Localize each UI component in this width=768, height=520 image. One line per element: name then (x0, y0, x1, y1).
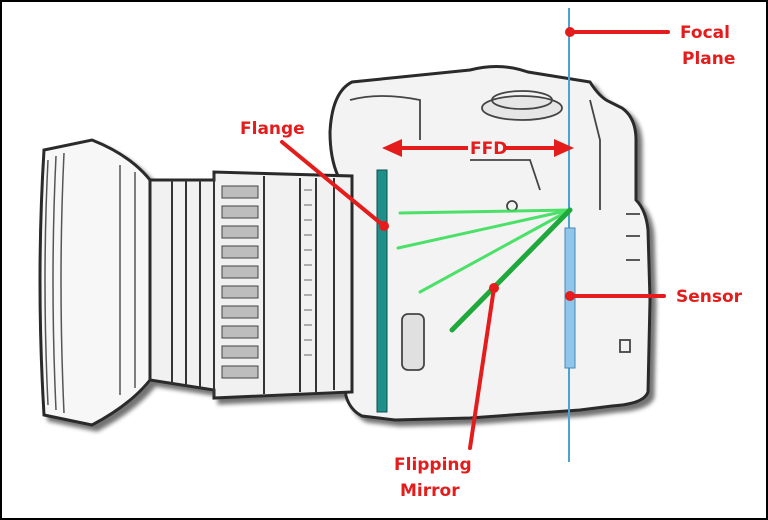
mirror-leader (468, 286, 496, 450)
af-mf-switch (401, 313, 425, 371)
focus-ring-texture (304, 189, 312, 356)
flange-label: Flange (240, 119, 305, 139)
ffd-arrow (382, 139, 574, 157)
lens-hood (38, 138, 152, 427)
camera-sketch (38, 65, 652, 427)
lens-rings (171, 174, 335, 396)
flange-leader (280, 140, 386, 228)
flipping-mirror (449, 207, 573, 333)
camera-body-details (349, 90, 640, 371)
sensor-label: Sensor (676, 287, 743, 307)
flipping-mirror-label-line1: Flipping (394, 455, 472, 475)
flipping-mirror-label-line2: Mirror (400, 481, 460, 501)
focal-plane-label-line1: Focal (680, 23, 730, 43)
zoom-grip-texture (221, 185, 259, 379)
mode-dial (481, 95, 563, 121)
focal-plane-label-line2: Plane (682, 49, 735, 69)
lens-hood-ribbing (44, 152, 136, 414)
annotation-leaders (280, 27, 670, 450)
flange-bar (376, 169, 388, 413)
ffd-label: FFD (470, 139, 507, 159)
